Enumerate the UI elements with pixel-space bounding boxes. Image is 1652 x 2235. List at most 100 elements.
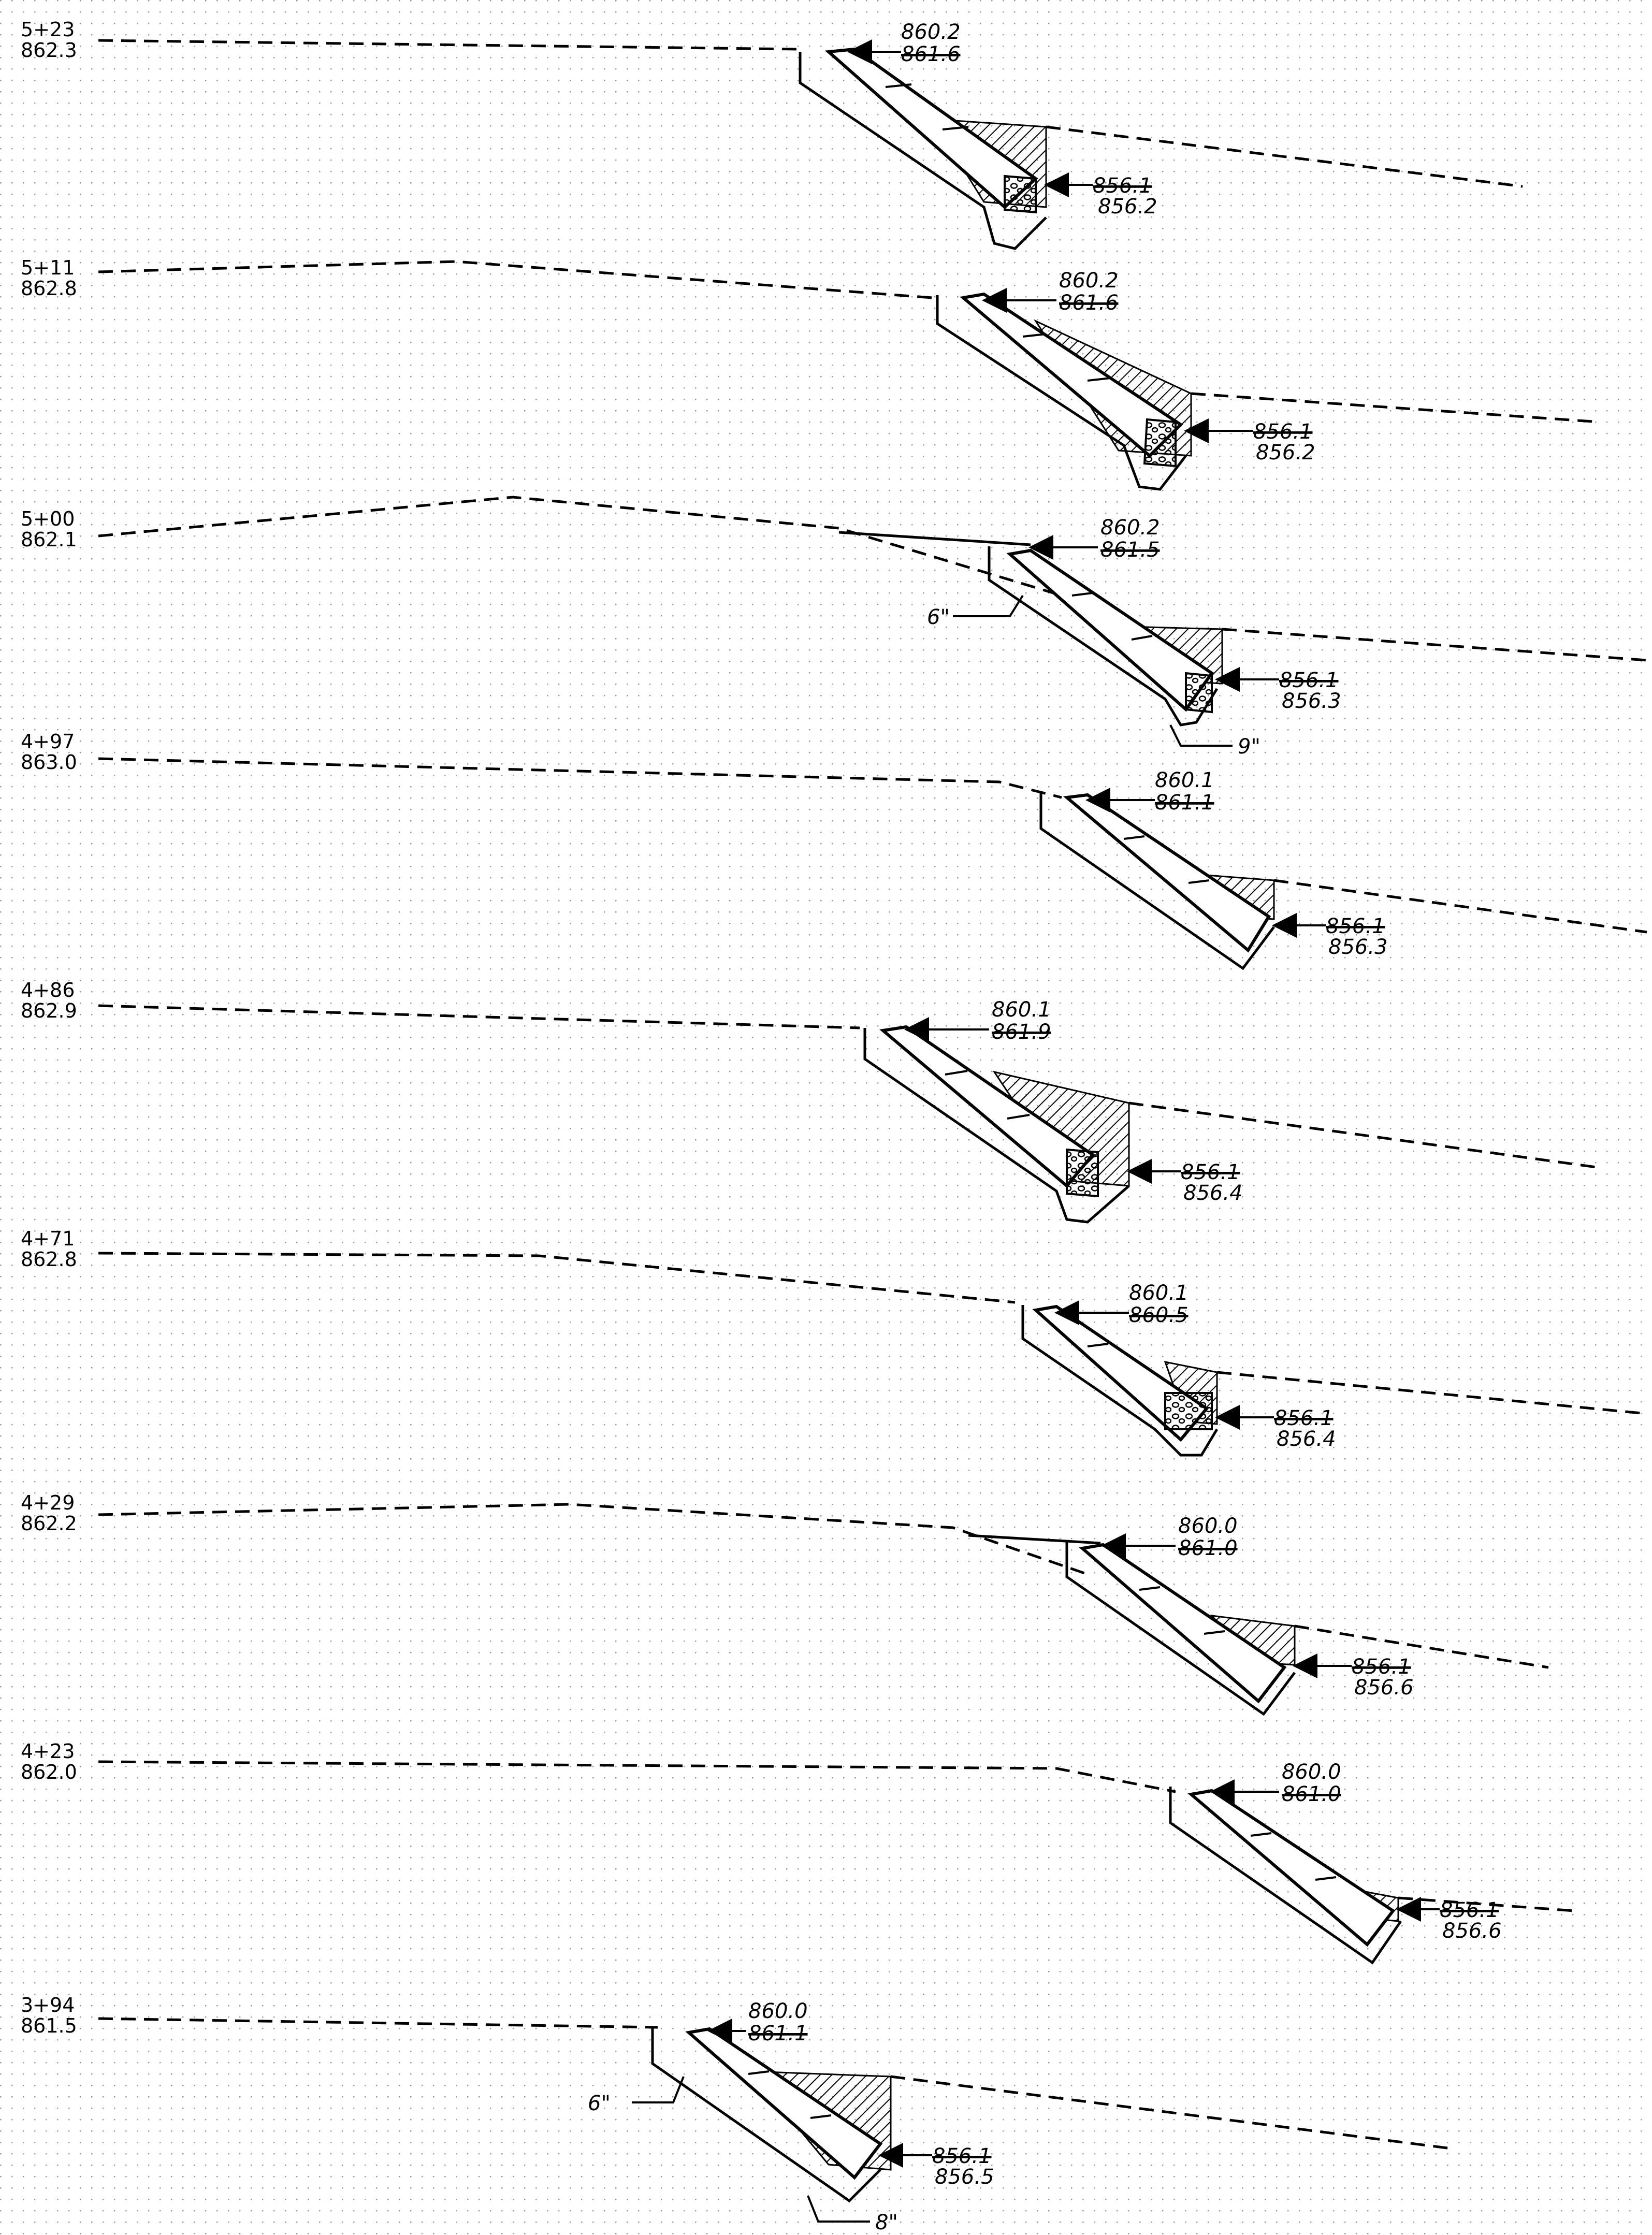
subgrade-outline: [863, 1028, 1130, 1224]
subgrade-outline: [799, 52, 1047, 250]
lining-joints: [1139, 1586, 1225, 1635]
toe-elevation-new: 856.5: [935, 2165, 994, 2189]
toe-elevation-new: 856.2: [1256, 441, 1315, 465]
top-of-lining-line: [838, 531, 1031, 546]
top-elevation-old: 861.6: [1059, 291, 1119, 315]
dimension-9in-leader: [1169, 724, 1233, 747]
toe-elevation-new: 856.3: [1328, 935, 1388, 959]
ground-line-right: [1398, 1896, 1575, 1912]
lining-joints: [945, 1070, 1030, 1120]
section-4-71: 4+71 862.8 860.1 860.5 856.1 856.4: [21, 1227, 1647, 1457]
subgrade-outline: [1021, 1305, 1219, 1457]
lining-slab: [1063, 793, 1271, 953]
toe-elevation-new: 856.6: [1442, 1919, 1502, 1943]
toe-stone: [1143, 418, 1177, 468]
ground-line: [98, 1004, 860, 1029]
lining-joints: [748, 2070, 832, 2119]
toe-elevation-old: 856.1: [932, 2144, 992, 2168]
toe-stone: [1004, 175, 1037, 214]
ground-elevation: 862.9: [21, 999, 77, 1022]
top-elevation-old: 861.1: [748, 2022, 808, 2045]
toe-stone: [1185, 672, 1213, 714]
ground-line-right: [1128, 1101, 1601, 1169]
ground-line: [98, 260, 933, 299]
subgrade-outline: [651, 2027, 881, 2203]
top-elevation-old: 861.0: [1178, 1536, 1238, 1560]
ground-line-right: [1216, 1371, 1647, 1415]
toe-elevation-old: 856.1: [1253, 420, 1313, 444]
toe-elevation-old: 856.1: [1279, 669, 1339, 692]
section-4-23: 4+23 862.0 860.0 861.0 856.1 856.6: [21, 1740, 1575, 1965]
top-elevation-old: 861.1: [1155, 791, 1214, 815]
ground-elevation: 862.0: [21, 1761, 77, 1783]
top-elevation-new: 860.2: [1059, 269, 1119, 293]
toe-elevation-new: 856.2: [1098, 195, 1157, 219]
station-label: 5+11: [21, 256, 75, 279]
toe-elevation-new: 856.6: [1354, 1676, 1414, 1700]
ground-elevation: 862.3: [21, 39, 77, 62]
lining-slab: [1187, 1789, 1396, 1947]
station-label: 4+71: [21, 1227, 75, 1250]
ground-elevation: 862.2: [21, 1512, 77, 1535]
toe-elevation-old: 856.1: [1326, 915, 1385, 938]
toe-elevation-new: 856.4: [1183, 1181, 1243, 1205]
ground-line: [98, 496, 1088, 605]
top-of-lining-line: [968, 1534, 1101, 1545]
ground-elevation: 862.8: [21, 1248, 77, 1271]
ground-line-right: [1273, 879, 1647, 934]
top-elevation-new: 860.0: [748, 1999, 808, 2023]
ground-line: [98, 1252, 1016, 1304]
top-elevation-new: 860.2: [1100, 516, 1160, 540]
ground-line-right: [1294, 1624, 1549, 1669]
toe-stone: [1164, 1392, 1213, 1430]
subgrade-outline: [988, 546, 1219, 727]
section-4-97: 4+97 863.0 860.1 861.1 856.1 856.3: [21, 730, 1647, 970]
subgrade-outline: [1039, 792, 1275, 970]
station-label: 5+00: [21, 507, 75, 530]
station-label: 3+94: [21, 1994, 75, 2016]
lining-joints: [885, 83, 969, 130]
dimension-9in: 9": [1238, 735, 1260, 759]
ground-elevation: 862.1: [21, 528, 77, 551]
ground-line: [98, 39, 798, 51]
dimension-8in-leader: [807, 2195, 870, 2223]
section-5-00: 5+00 862.1 6" 9" 860.2 861.5 856.1 856.3: [21, 496, 1647, 759]
toe-elevation-old: 856.1: [1440, 1898, 1499, 1922]
dimension-6in-leader: [953, 594, 1024, 617]
dimension-6in: 6": [927, 605, 950, 629]
lining-joints: [1250, 1832, 1337, 1881]
toe-elevation-old: 856.1: [1093, 174, 1152, 198]
toe-elevation-old: 856.1: [1352, 1655, 1411, 1679]
lining-slab: [1079, 1543, 1287, 1704]
ground-line: [98, 1503, 1088, 1576]
station-label: 5+23: [21, 18, 75, 41]
dimension-8in: 8": [875, 2211, 898, 2234]
lining-slab: [1006, 548, 1214, 712]
lining-joints: [1071, 592, 1153, 641]
station-label: 4+97: [21, 730, 75, 753]
ground-elevation: 861.5: [21, 2014, 77, 2037]
station-label: 4+23: [21, 1740, 75, 1763]
top-elevation-new: 860.2: [901, 20, 961, 44]
ground-line: [98, 2017, 658, 2029]
ground-elevation: 863.0: [21, 751, 77, 774]
lining-joints: [1087, 1343, 1109, 1347]
dimension-6in: 6": [588, 2092, 611, 2115]
top-elevation-new: 860.1: [1155, 768, 1214, 792]
ground-line-right: [1046, 125, 1523, 188]
ground-line-right: [1222, 628, 1647, 662]
lining-joints: [1123, 835, 1210, 884]
top-elevation-new: 860.0: [1178, 1514, 1238, 1538]
dimension-6in-leader: [632, 2076, 685, 2103]
top-elevation-old: 861.6: [901, 42, 961, 66]
top-elevation-old: 861.0: [1282, 1782, 1341, 1806]
section-4-29: 4+29 862.2 860.0 861.0 856.1 856.6: [21, 1491, 1549, 1716]
section-3-94: 3+94 861.5 6" 8" 860.0 861.1 856.1 856.5: [21, 1994, 1456, 2234]
toe-elevation-old: 856.1: [1181, 1160, 1240, 1184]
ground-elevation: 862.8: [21, 277, 77, 300]
ground-line-right: [890, 2075, 1456, 2151]
lining-slab: [960, 292, 1183, 458]
station-label: 4+29: [21, 1491, 75, 1514]
